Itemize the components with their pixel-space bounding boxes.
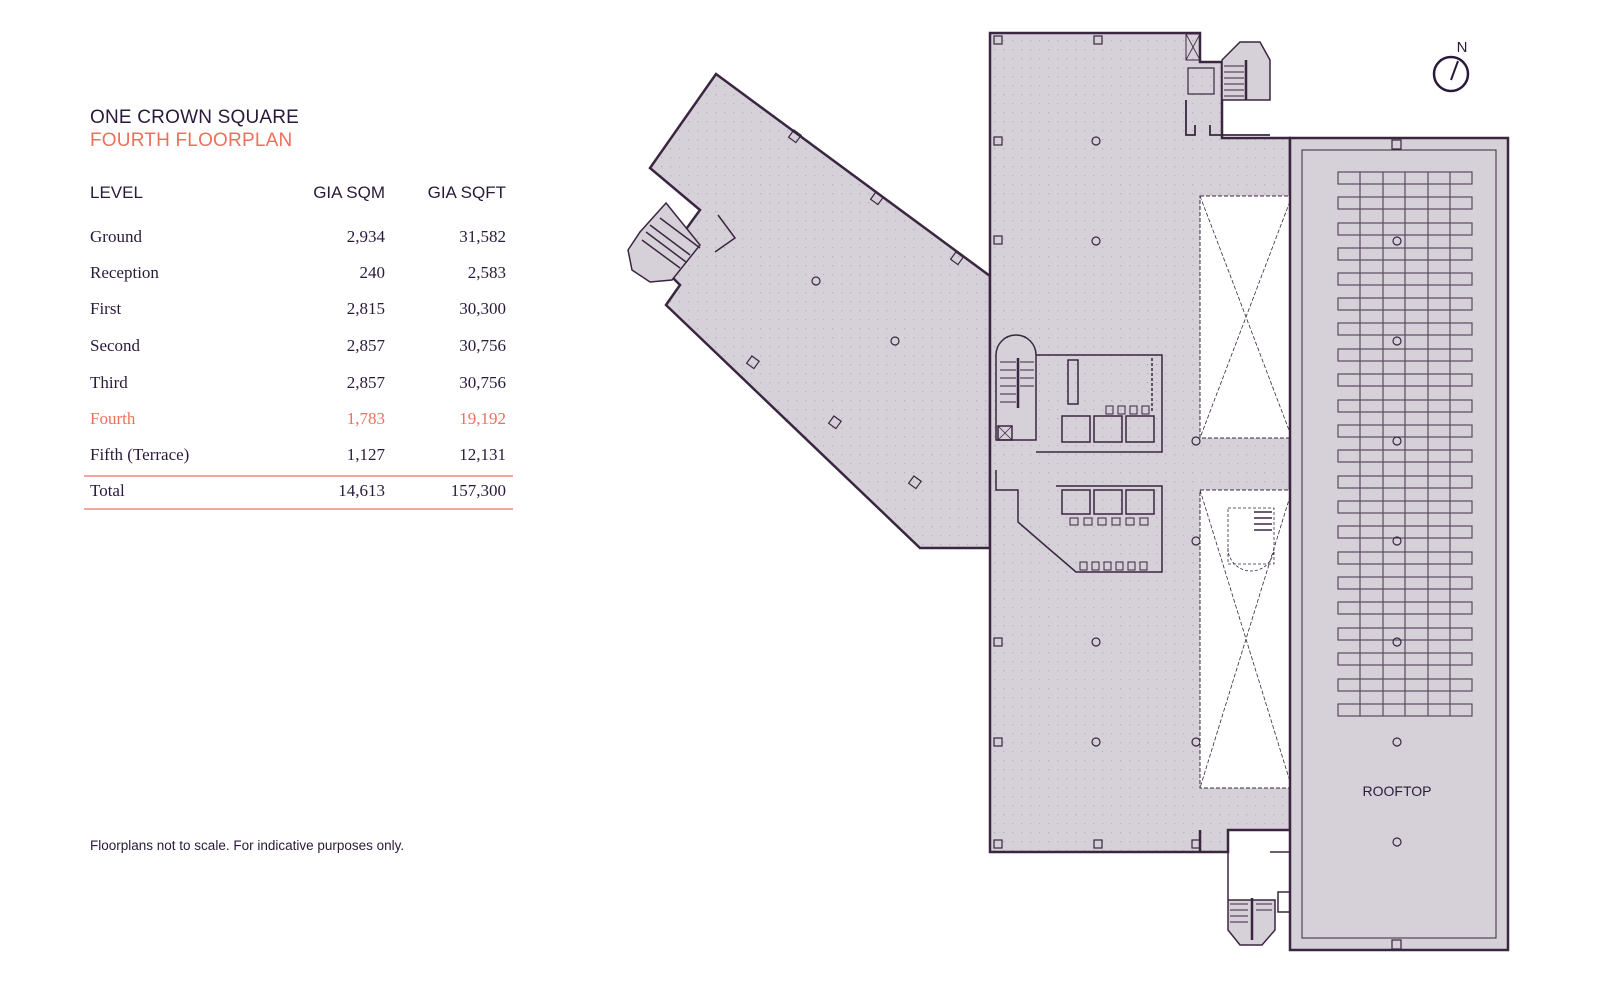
west-wing	[648, 72, 1000, 550]
gia-sqm: 1,783	[346, 409, 385, 428]
level-name: Reception	[90, 263, 159, 282]
table-row: Ground 2,934 31,582	[90, 227, 508, 249]
table-row: Fifth (Terrace) 1,127 12,131	[90, 445, 508, 467]
central-core	[988, 31, 1301, 946]
table-row: First 2,815 30,300	[90, 299, 508, 321]
gia-sqm: 14,613	[338, 481, 385, 500]
info-panel: ONE CROWN SQUARE FOURTH FLOORPLAN LEVEL …	[0, 0, 560, 998]
table-row-total: Total 14,613 157,300	[90, 481, 508, 503]
table-row-current: Fourth 1,783 19,192	[90, 409, 508, 431]
level-name: First	[90, 299, 122, 318]
floorplan-subtitle: FOURTH FLOORPLAN	[90, 130, 293, 151]
col-gia-sqm: GIA SQM	[313, 183, 385, 202]
level-name: Total	[90, 481, 125, 500]
lift-icon	[1187, 67, 1215, 95]
gia-sqm: 2,934	[346, 227, 385, 246]
north-label: N	[1457, 39, 1468, 56]
gia-sqft: 2,583	[467, 263, 506, 282]
gia-sqm: 1,127	[346, 445, 385, 464]
col-level: LEVEL	[90, 183, 143, 202]
gia-sqm: 240	[359, 263, 386, 282]
gia-sqft: 30,756	[459, 336, 506, 355]
table-header: LEVEL GIA SQM GIA SQFT	[90, 183, 508, 205]
gia-sqm: 2,857	[346, 336, 385, 355]
level-name: Fifth (Terrace)	[90, 445, 190, 464]
gia-sqft: 30,756	[459, 373, 506, 392]
gia-sqft: 157,300	[450, 481, 506, 500]
gia-sqft: 19,192	[459, 409, 506, 428]
gia-sqft: 30,300	[459, 299, 506, 318]
stair-icon	[627, 201, 737, 283]
rooftop-terrace: ROOFTOP	[1288, 136, 1510, 952]
total-divider-bottom	[84, 508, 513, 510]
level-name: Ground	[90, 227, 142, 246]
level-name: Fourth	[90, 409, 136, 428]
disclaimer-note: Floorplans not to scale. For indicative …	[90, 838, 405, 853]
level-name: Second	[90, 336, 141, 355]
col-gia-sqft: GIA SQFT	[427, 183, 506, 202]
level-name: Third	[90, 373, 128, 392]
table-row: Second 2,857 30,756	[90, 336, 508, 358]
gia-sqft: 12,131	[459, 445, 506, 464]
gia-sqm: 2,857	[346, 373, 385, 392]
gia-sqm: 2,815	[346, 299, 385, 318]
planter-rows	[1337, 171, 1473, 717]
gia-sqft: 31,582	[459, 227, 506, 246]
compass-north-icon: N	[1432, 39, 1470, 93]
table-row: Third 2,857 30,756	[90, 373, 508, 395]
core-services	[995, 334, 1163, 573]
rooftop-label: ROOFTOP	[1363, 783, 1432, 799]
void-icon	[1199, 195, 1293, 789]
table-row: Reception 240 2,583	[90, 263, 508, 285]
total-divider-top	[84, 475, 513, 477]
building-title: ONE CROWN SQUARE	[90, 107, 300, 128]
